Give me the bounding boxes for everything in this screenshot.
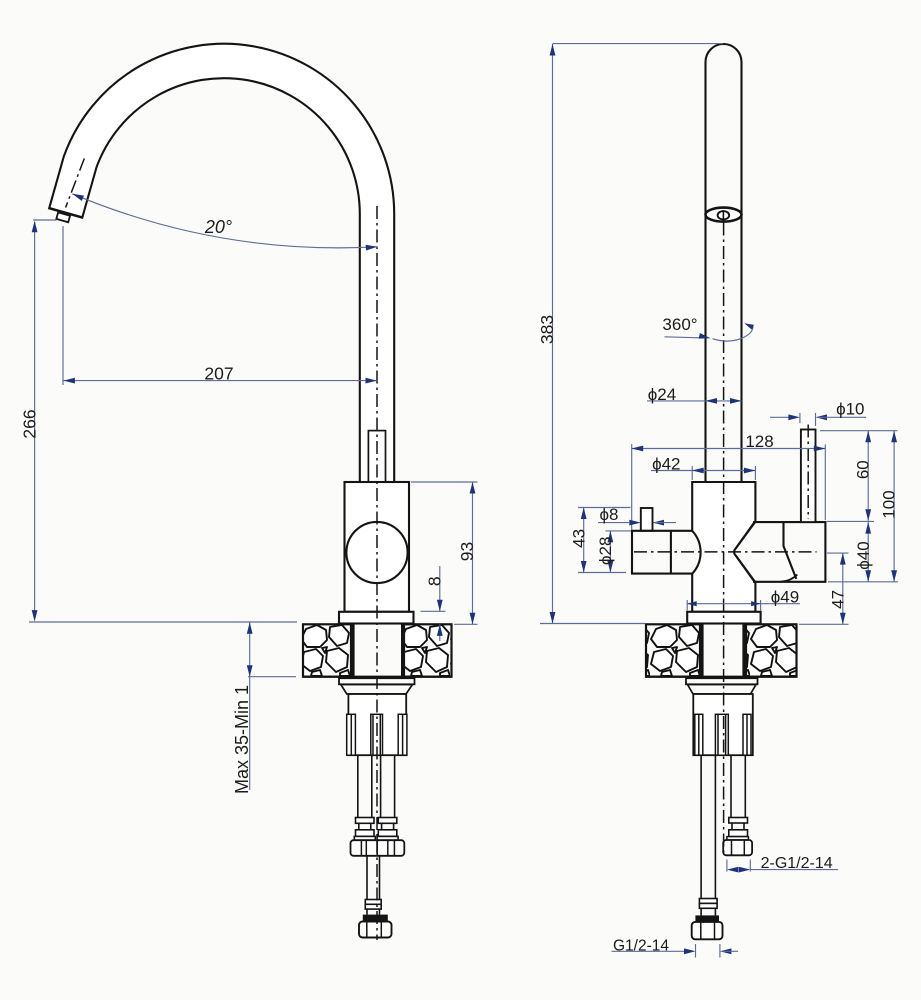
svg-text:ϕ42: ϕ42	[652, 455, 680, 474]
svg-text:20°: 20°	[204, 217, 232, 237]
svg-text:360°: 360°	[662, 315, 697, 334]
svg-text:Max 35-Min 1: Max 35-Min 1	[232, 685, 252, 794]
svg-text:ϕ8: ϕ8	[600, 505, 619, 524]
svg-text:ϕ24: ϕ24	[648, 385, 676, 404]
svg-text:93: 93	[457, 542, 477, 561]
svg-text:ϕ40: ϕ40	[854, 541, 873, 569]
svg-text:8: 8	[424, 576, 444, 586]
svg-text:128: 128	[745, 432, 773, 451]
svg-text:383: 383	[537, 315, 557, 344]
svg-text:266: 266	[19, 409, 39, 438]
svg-text:207: 207	[204, 363, 233, 383]
svg-text:G1/2-14: G1/2-14	[613, 938, 669, 955]
svg-text:ϕ28: ϕ28	[596, 537, 615, 565]
svg-text:47: 47	[828, 590, 847, 609]
svg-text:ϕ10: ϕ10	[836, 400, 864, 419]
svg-text:2-G1/2-14: 2-G1/2-14	[761, 855, 833, 872]
svg-text:43: 43	[569, 529, 588, 548]
svg-text:ϕ49: ϕ49	[771, 588, 799, 607]
svg-text:60: 60	[854, 460, 873, 479]
svg-text:100: 100	[880, 490, 899, 518]
